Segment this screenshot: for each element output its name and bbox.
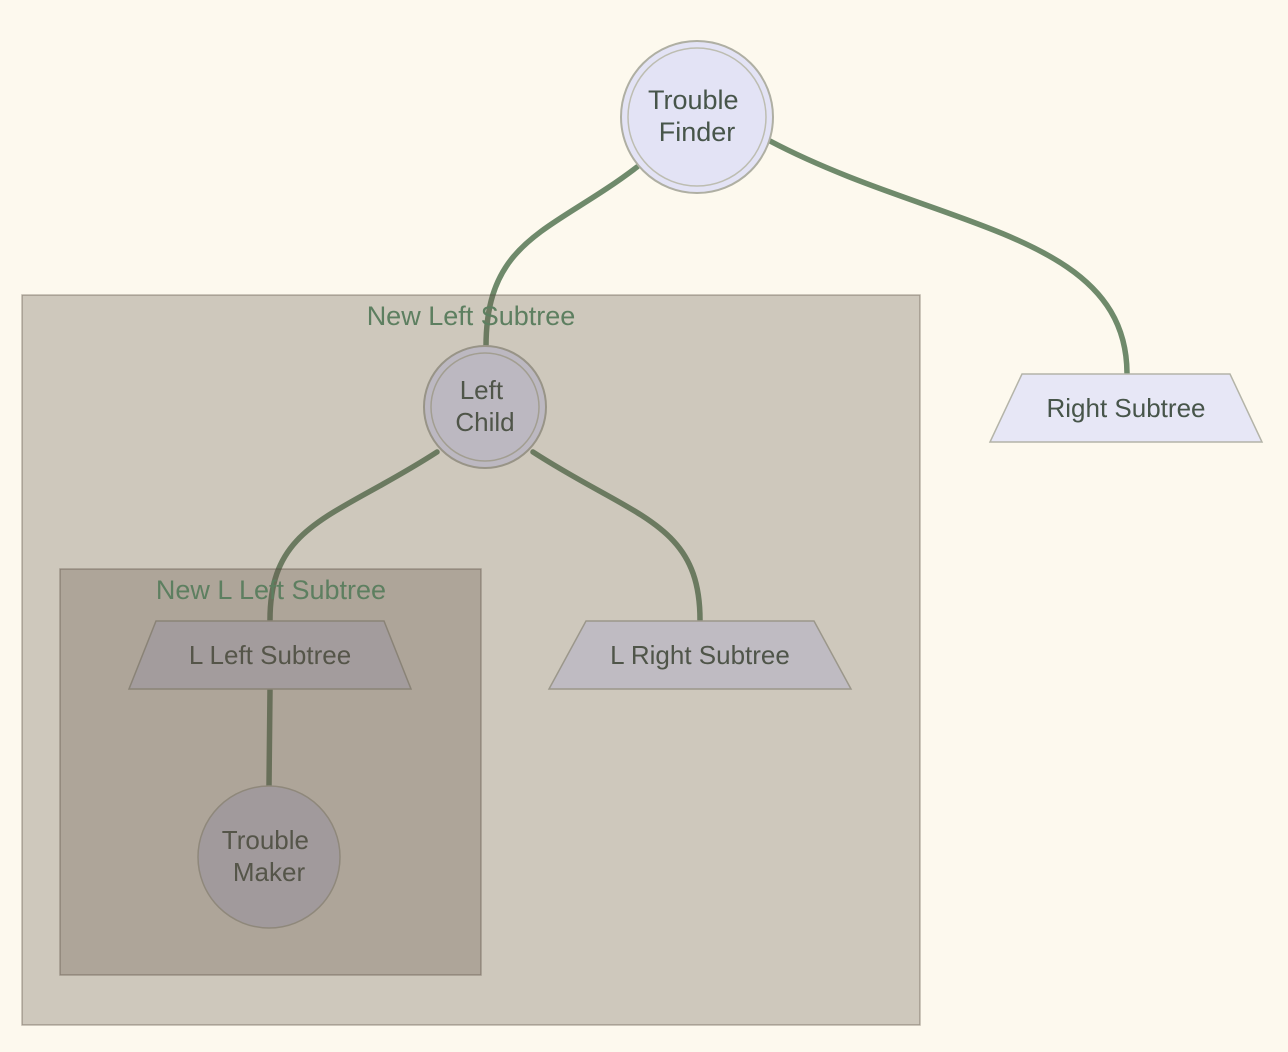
- node-right-subtree-label: Right Subtree: [1047, 393, 1206, 423]
- node-trouble-finder-shape: [620, 40, 774, 194]
- node-trouble-finder: Trouble Finder: [620, 40, 774, 194]
- node-trouble-maker-label: Trouble Maker: [222, 825, 316, 887]
- node-l-right-subtree: L Right Subtree: [547, 620, 853, 690]
- node-l-right-subtree-label: L Right Subtree: [610, 640, 790, 670]
- edge-troublefinder-rightsubtree: [767, 138, 1130, 376]
- node-left-child-label: Left Child: [455, 375, 514, 437]
- box-label-new-l-left-subtree: New L Left Subtree: [156, 575, 386, 605]
- box-label-new-left-subtree: New Left Subtree: [367, 301, 576, 331]
- node-l-left-subtree: L Left Subtree: [127, 620, 413, 690]
- edge-leftchild-lleftsubtree: [267, 449, 440, 623]
- node-left-child: Left Child: [423, 345, 547, 469]
- edge-leftchild-lrightsubtree: [530, 449, 703, 623]
- node-trouble-finder-inner-ring: [627, 47, 767, 187]
- node-l-left-subtree-label: L Left Subtree: [189, 640, 351, 670]
- node-right-subtree-shape: [988, 373, 1264, 443]
- edges-group: [266, 138, 1130, 789]
- edge-lleftsubtree-troublemaker: [266, 687, 273, 789]
- highlight-box-new-left-subtree: [21, 294, 921, 1026]
- node-right-subtree: Right Subtree: [988, 373, 1264, 443]
- node-trouble-finder-label: Trouble Finder: [648, 85, 746, 147]
- node-left-child-inner-ring: [430, 352, 540, 462]
- highlight-boxes-group: [21, 294, 921, 1026]
- node-l-right-subtree-shape: [547, 620, 853, 690]
- edge-troublefinder-leftchild: [483, 164, 640, 350]
- box-labels-group: New Left Subtree New L Left Subtree: [156, 301, 575, 605]
- node-l-left-subtree-shape: [127, 620, 413, 690]
- node-trouble-maker: Trouble Maker: [197, 785, 341, 929]
- nodes-group: Trouble Finder Right Subtree Left Child: [127, 40, 1264, 929]
- highlight-box-new-l-left-subtree: [59, 568, 482, 976]
- node-trouble-maker-shape: [197, 785, 341, 929]
- node-left-child-shape: [423, 345, 547, 469]
